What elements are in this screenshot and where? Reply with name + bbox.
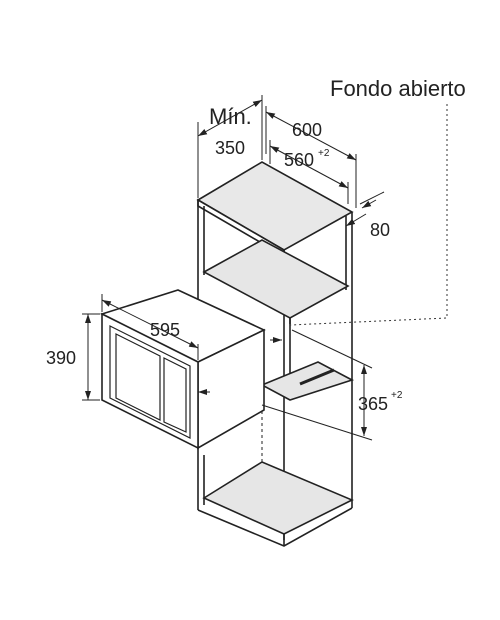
label-height-390: 390: [46, 348, 76, 368]
dim-80-line: [345, 213, 367, 227]
label-height-365: 365: [358, 394, 388, 414]
label-width-595: 595: [150, 320, 180, 340]
open-back-dotted-line: [289, 104, 448, 326]
dimension-lines: [82, 95, 385, 441]
cabinet: [196, 161, 355, 547]
label-fondo-abierto: Fondo abierto: [330, 76, 466, 101]
label-gap-80: 80: [370, 220, 390, 240]
label-height-365-tolerance: +2: [391, 390, 403, 401]
cabinet-top: [196, 161, 354, 251]
label-width-560-tolerance: +2: [318, 148, 330, 159]
label-min: Mín.: [209, 104, 252, 129]
dim-560-line: [269, 145, 349, 189]
label-width-560: 560: [284, 150, 314, 170]
microwave-window: [115, 333, 161, 421]
dim-595-line: [101, 299, 199, 349]
microwave-front-inner: [109, 325, 191, 439]
label-depth-350: 350: [215, 138, 245, 158]
cabinet-base: [202, 461, 354, 535]
label-depth-600: 600: [292, 120, 322, 140]
upper-shelf: [202, 239, 350, 319]
microwave-control-panel: [163, 357, 187, 433]
microwave: [99, 289, 266, 450]
dim-350-line: [197, 99, 263, 137]
